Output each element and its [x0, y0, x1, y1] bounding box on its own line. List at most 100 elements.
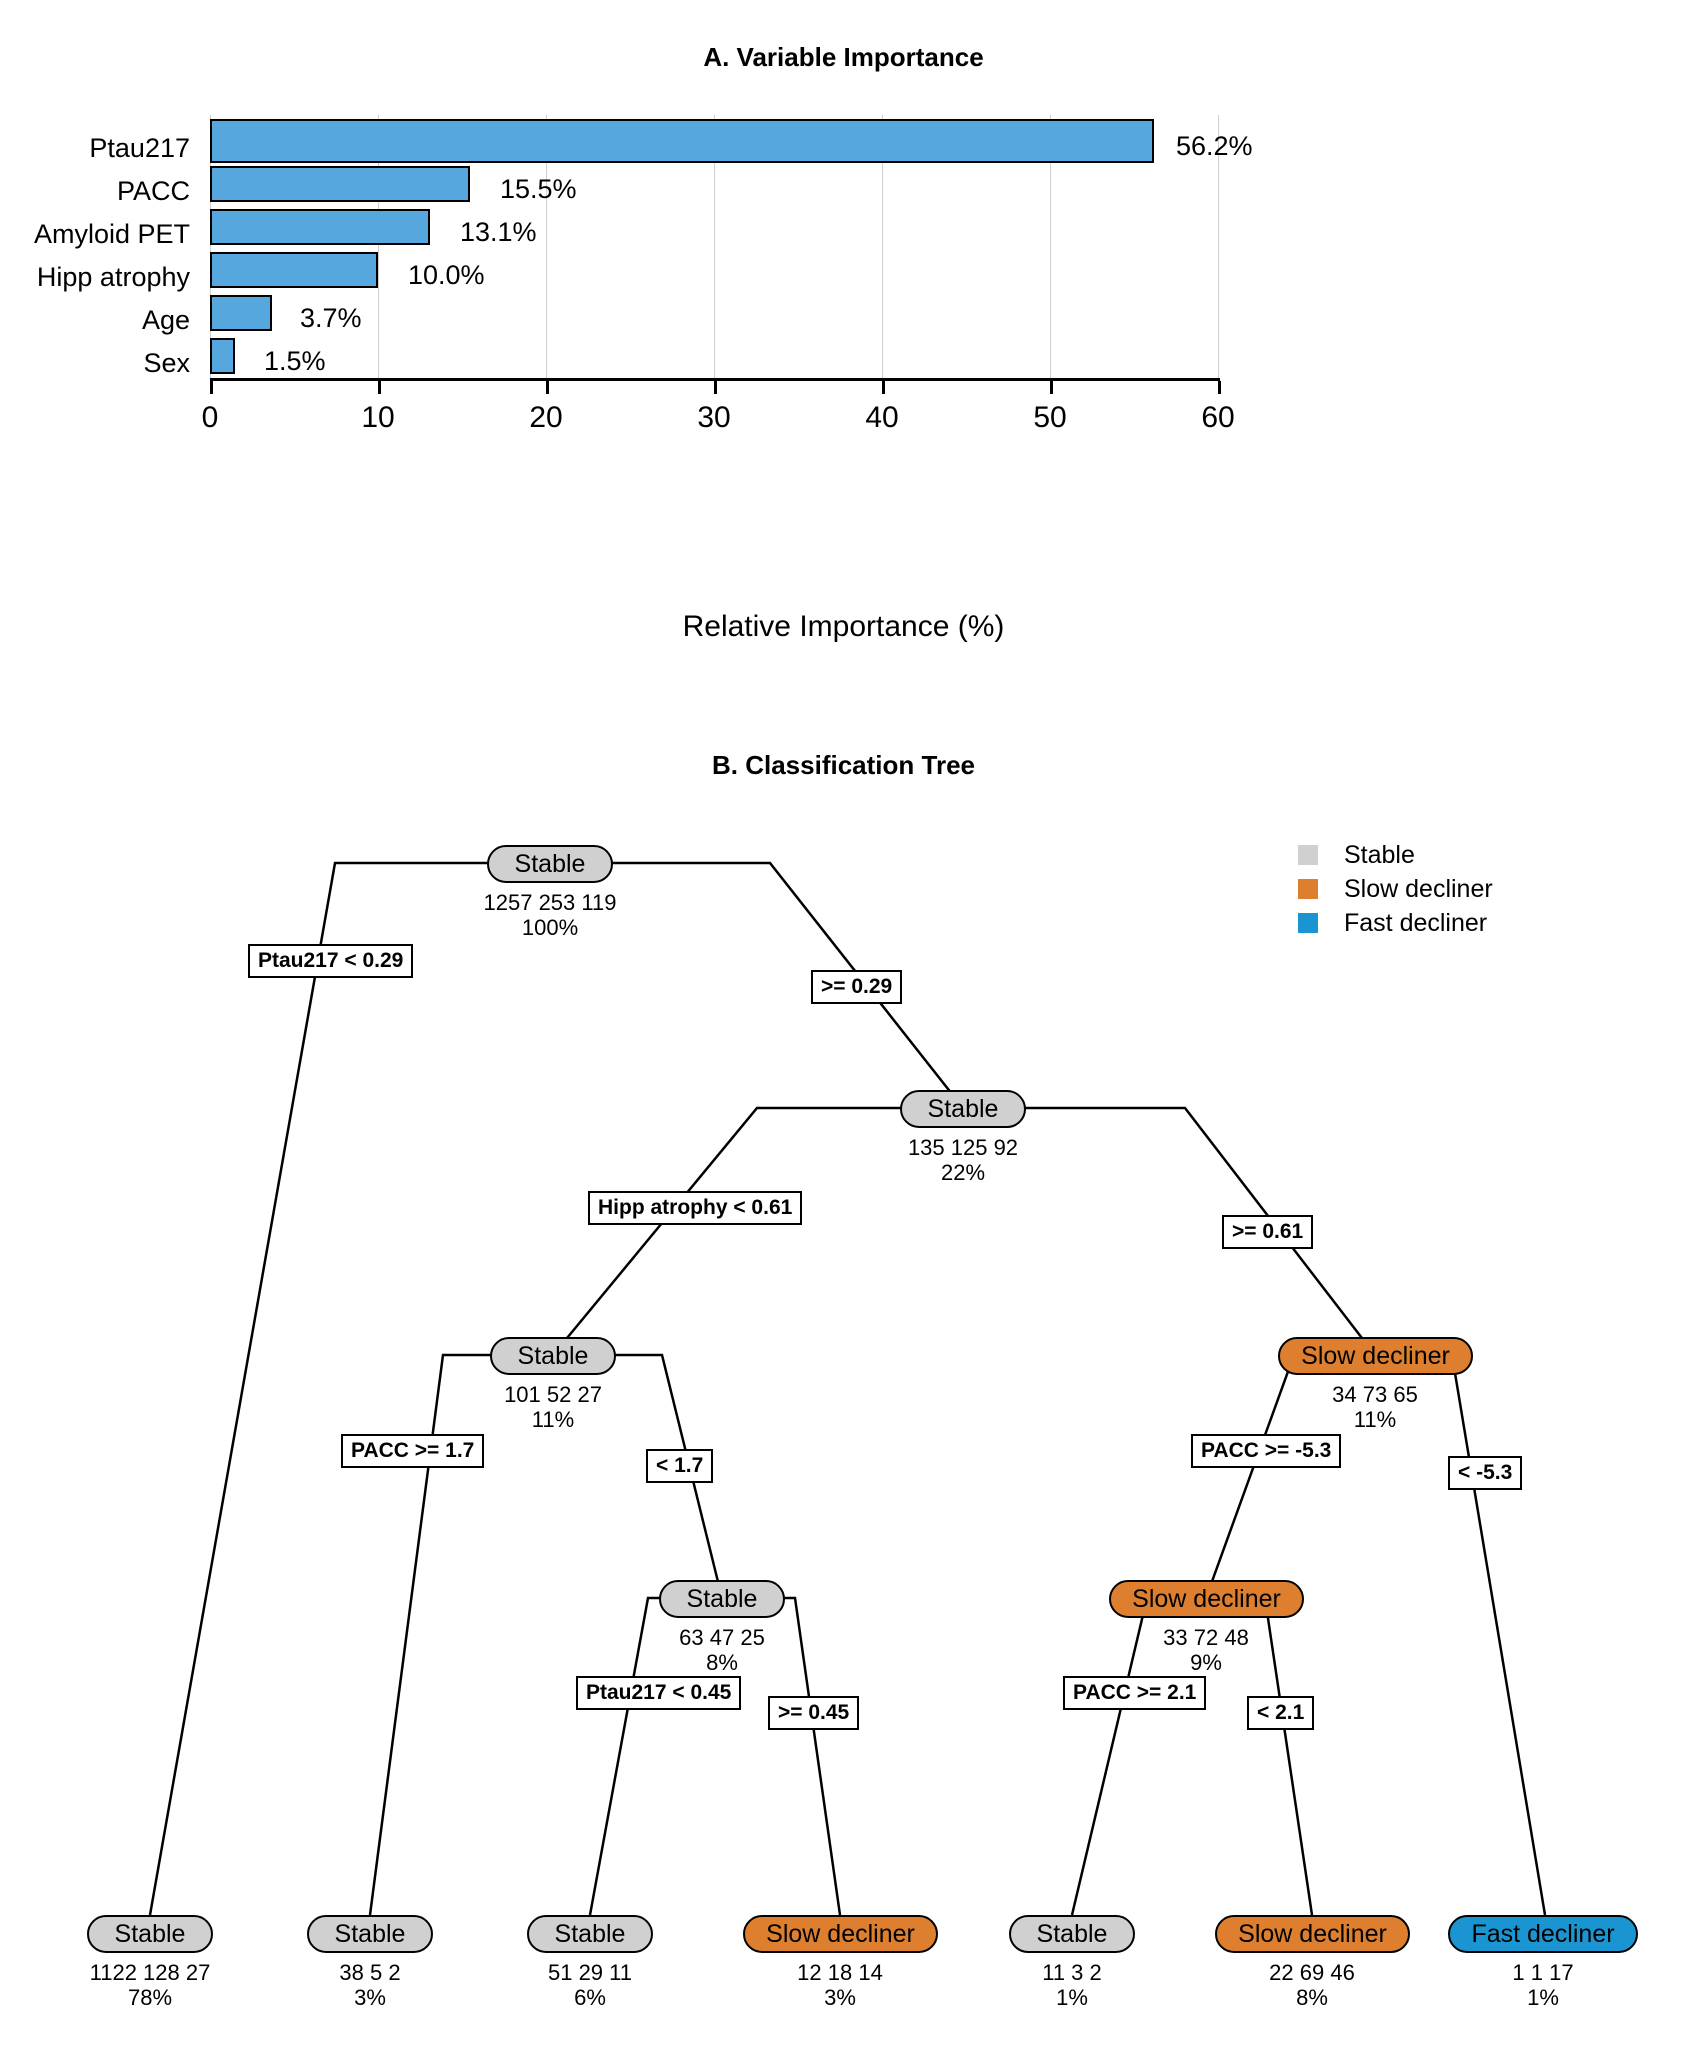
split-label-lt-17[interactable]: < 1.7	[646, 1449, 714, 1483]
gridline-60	[1218, 115, 1219, 382]
tree-leaf-counts: 11 3 2 1%	[922, 1960, 1222, 2011]
split-label-ptau217-lt-029[interactable]: Ptau217 < 0.29	[248, 944, 414, 978]
split-label-pacc-gte-53[interactable]: PACC >= -5.3	[1191, 1434, 1342, 1468]
legend-swatch-fast-decliner-icon	[1298, 913, 1318, 933]
tree-leaf-l7[interactable]: Fast decliner	[1448, 1915, 1638, 1953]
node-counts-values: 101 52 27	[504, 1382, 602, 1407]
gridline-40	[882, 115, 883, 382]
tree-leaf-counts: 22 69 46 8%	[1162, 1960, 1462, 2011]
bar-value-label: 3.7%	[300, 303, 362, 333]
bar-sex	[210, 338, 235, 374]
leaf-counts-pct: 1%	[1056, 1985, 1088, 2011]
tree-leaf-counts: 12 18 14 3%	[690, 1960, 990, 2011]
split-label-gte-029[interactable]: >= 0.29	[811, 970, 903, 1004]
node-counts-pct: 9%	[1190, 1650, 1222, 1676]
node-counts-values: 1257 253 119	[483, 890, 617, 915]
gridline-30	[714, 115, 715, 382]
split-label-lt-21[interactable]: < 2.1	[1247, 1696, 1315, 1730]
x-axis-tick	[1050, 381, 1053, 394]
bar-ptau217	[210, 119, 1154, 163]
node-counts-pct: 8%	[706, 1650, 738, 1676]
tree-node-n6[interactable]: Slow decliner	[1109, 1580, 1304, 1618]
tree-leaf-l3[interactable]: Stable	[527, 1915, 653, 1953]
split-label-ptau217-lt-045[interactable]: Ptau217 < 0.45	[576, 1676, 742, 1710]
leaf-counts-values: 1 1 17	[1512, 1960, 1574, 1985]
x-axis-tick	[1218, 381, 1221, 394]
bar-value-label: 56.2%	[1176, 131, 1253, 161]
node-counts-values: 63 47 25	[679, 1625, 765, 1650]
tree-node-counts: 33 72 48 9%	[1056, 1625, 1356, 1676]
tree-node-n5[interactable]: Stable	[659, 1580, 785, 1618]
leaf-counts-values: 12 18 14	[797, 1960, 883, 1985]
leaf-counts-pct: 8%	[1296, 1985, 1328, 2011]
bar-category-label: Age	[141, 305, 190, 335]
bar-value-label: 15.5%	[500, 174, 577, 204]
x-axis-line	[210, 378, 1220, 381]
tree-node-counts: 34 73 65 11%	[1225, 1382, 1525, 1433]
bar-age	[210, 295, 272, 331]
x-axis-tick	[882, 381, 885, 394]
legend-item-stable: Stable	[1298, 838, 1493, 872]
x-axis-tick	[210, 381, 213, 394]
x-axis-tick	[546, 381, 549, 394]
tree-leaf-l2[interactable]: Stable	[307, 1915, 433, 1953]
tree-node-n3[interactable]: Stable	[490, 1337, 616, 1375]
bar-value-label: 1.5%	[264, 346, 326, 376]
leaf-counts-pct: 3%	[354, 1985, 386, 2011]
tree-legend: Stable Slow decliner Fast decliner	[1298, 838, 1493, 940]
bar-hipp-atrophy	[210, 252, 378, 288]
x-axis-tick-label: 30	[697, 401, 731, 434]
leaf-counts-pct: 3%	[824, 1985, 856, 2011]
tree-node-counts: 101 52 27 11%	[403, 1382, 703, 1433]
split-label-pacc-gte-17[interactable]: PACC >= 1.7	[341, 1434, 485, 1468]
tree-leaf-l4[interactable]: Slow decliner	[743, 1915, 938, 1953]
leaf-counts-values: 1122 128 27	[89, 1960, 211, 1985]
tree-leaf-l1[interactable]: Stable	[87, 1915, 213, 1953]
bar-category-label: PACC	[116, 176, 190, 206]
leaf-counts-values: 38 5 2	[339, 1960, 401, 1985]
tree-leaf-l5[interactable]: Stable	[1009, 1915, 1135, 1953]
bar-category-label: Amyloid PET	[33, 219, 190, 249]
panel-a-variable-importance: A. Variable Importance Ptau217 PACC Amyl…	[0, 0, 1687, 650]
tree-node-counts: 1257 253 119 100%	[400, 890, 700, 941]
legend-label: Slow decliner	[1344, 874, 1493, 903]
split-label-hipp-atrophy-lt-061[interactable]: Hipp atrophy < 0.61	[588, 1191, 803, 1225]
bar-value-label: 10.0%	[408, 260, 485, 290]
x-axis-tick-label: 40	[865, 401, 899, 434]
tree-leaf-counts: 1122 128 27 78%	[0, 1960, 300, 2011]
split-label-lt-neg53[interactable]: < -5.3	[1448, 1456, 1523, 1490]
tree-leaf-counts: 1 1 17 1%	[1393, 1960, 1687, 2011]
tree-node-root[interactable]: Stable	[487, 845, 613, 883]
node-counts-pct: 11%	[531, 1407, 575, 1433]
split-label-gte-045[interactable]: >= 0.45	[768, 1696, 860, 1730]
node-counts-values: 135 125 92	[907, 1135, 1019, 1160]
tree-node-counts: 63 47 25 8%	[572, 1625, 872, 1676]
bar-amyloid-pet	[210, 209, 430, 245]
split-label-pacc-gte-21[interactable]: PACC >= 2.1	[1063, 1676, 1207, 1710]
bar-category-label: Hipp atrophy	[36, 262, 190, 292]
leaf-counts-pct: 1%	[1527, 1985, 1559, 2011]
node-counts-values: 34 73 65	[1332, 1382, 1418, 1407]
tree-node-n4[interactable]: Slow decliner	[1278, 1337, 1473, 1375]
bar-value-label: 13.1%	[460, 217, 537, 247]
legend-item-fast-decliner: Fast decliner	[1298, 906, 1493, 940]
bar-pacc	[210, 166, 470, 202]
legend-swatch-slow-decliner-icon	[1298, 879, 1318, 899]
legend-label: Fast decliner	[1344, 908, 1488, 937]
node-counts-pct: 11%	[1353, 1407, 1397, 1433]
gridline-20	[546, 115, 547, 382]
leaf-counts-values: 11 3 2	[1042, 1960, 1102, 1985]
split-label-gte-061[interactable]: >= 0.61	[1222, 1215, 1314, 1249]
legend-swatch-stable-icon	[1298, 845, 1318, 865]
tree-node-n2[interactable]: Stable	[900, 1090, 1026, 1128]
x-axis-tick-label: 50	[1033, 401, 1067, 434]
tree-node-counts: 135 125 92 22%	[813, 1135, 1113, 1186]
tree-leaf-l6[interactable]: Slow decliner	[1215, 1915, 1410, 1953]
gridline-50	[1050, 115, 1051, 382]
x-axis-tick	[378, 381, 381, 394]
x-axis-tick-label: 0	[201, 401, 219, 434]
x-axis-tick-label: 10	[361, 401, 395, 434]
tree-leaf-counts: 51 29 11 6%	[440, 1960, 740, 2011]
